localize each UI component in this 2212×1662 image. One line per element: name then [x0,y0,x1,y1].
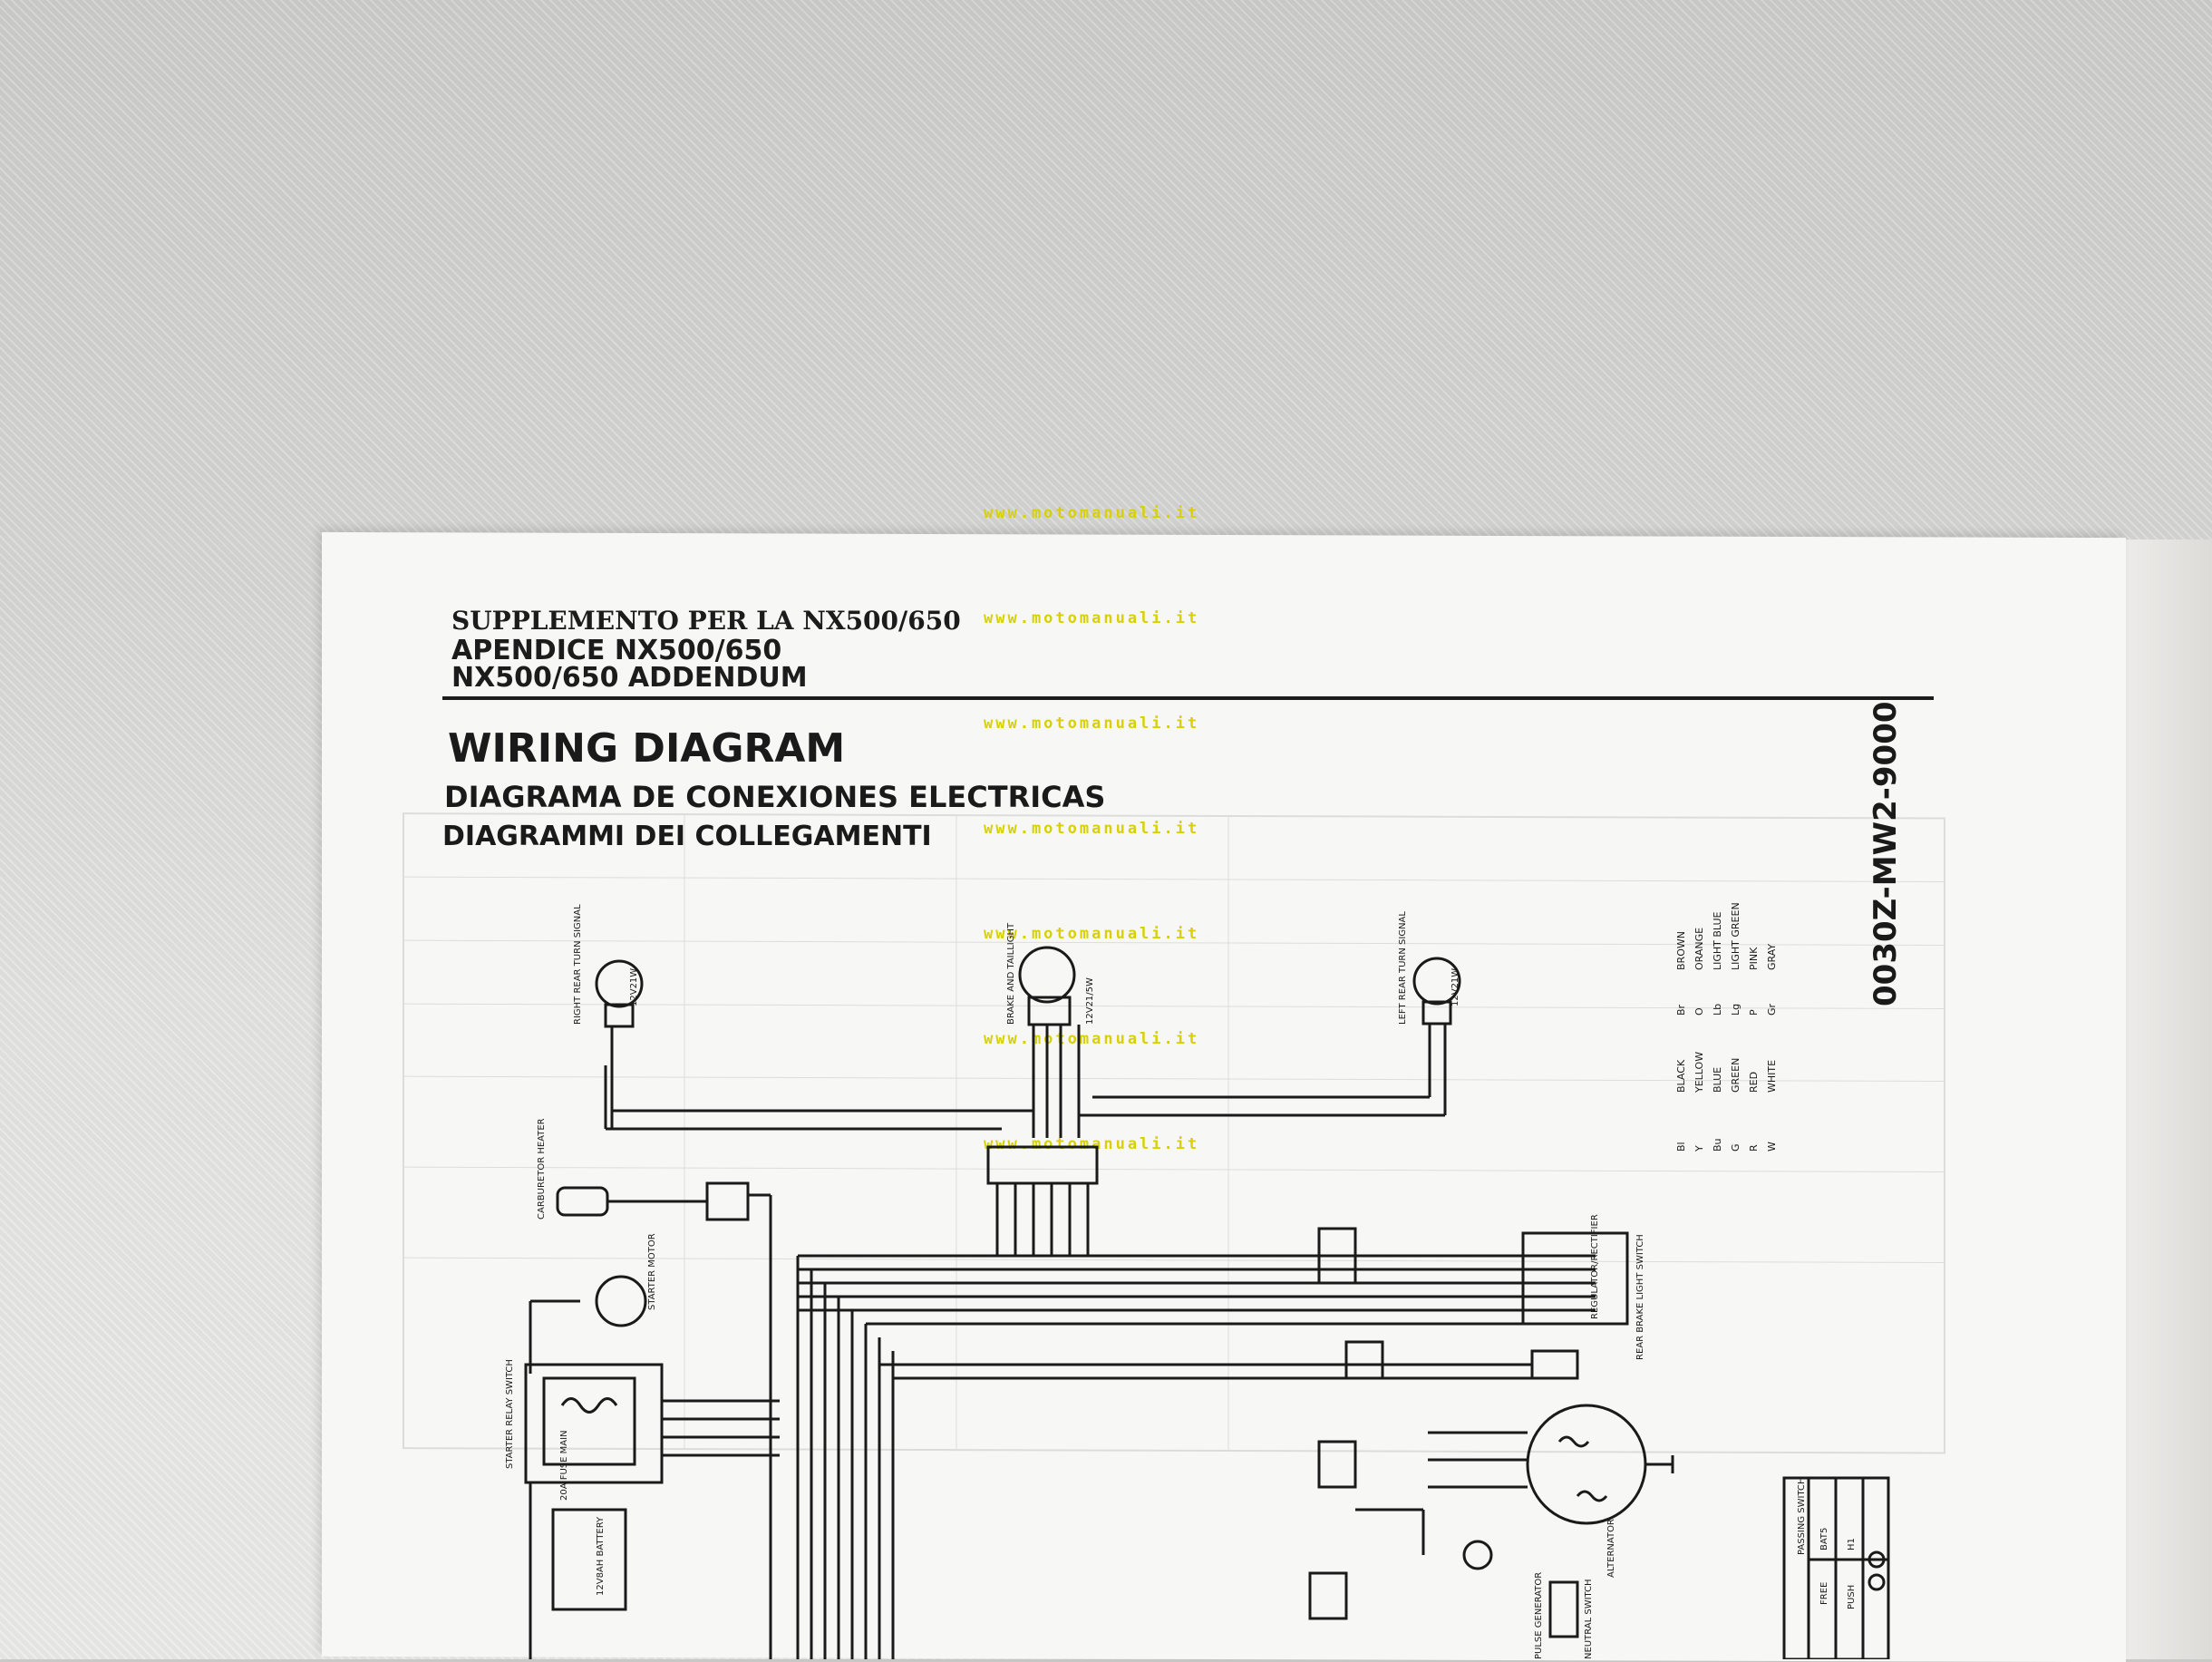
header-line-1: SUPPLEMENTO PER LA NX500/650 [451,606,961,636]
color-name: GRAY [1766,944,1778,970]
carb-heater-label: CARBURETOR HEATER [537,1118,547,1220]
color-code: Lb [1712,1004,1723,1016]
starter-relay-label: STARTER RELAY SWITCH [505,1359,515,1469]
color-name: YELLOW [1693,1052,1705,1093]
color-code: Br [1675,1004,1687,1016]
header-line-2: APENDICE NX500/650 [451,635,782,666]
header-line-3: NX500/650 ADDENDUM [451,662,808,694]
color-name: GREEN [1730,1058,1741,1093]
color-name: WHITE [1766,1060,1778,1093]
watermark: www.motomanuali.it [984,1030,1200,1048]
brake-switch-icon [1530,1349,1579,1380]
color-code: Bu [1712,1138,1723,1152]
watermark: www.motomanuali.it [984,609,1200,627]
passing-switch-label: PASSING SWITCH [1797,1478,1807,1556]
battery-icon [551,1508,627,1611]
color-code: G [1730,1143,1741,1152]
color-name: PINK [1748,947,1760,970]
color-name: LIGHT GREEN [1730,902,1741,970]
brake-switch-label: REAR BRAKE LIGHT SWITCH [1635,1234,1645,1360]
pulse-generator-icon [1462,1540,1493,1570]
color-name: BLACK [1675,1059,1687,1093]
page-title: WIRING DIAGRAM [448,725,846,772]
neutral-switch-label: NEUTRAL SWITCH [1584,1579,1594,1659]
right-turn-label: RIGHT REAR TURN SIGNAL [573,904,583,1025]
manual-page [322,531,2126,1662]
left-turn-label: LEFT REAR TURN SIGNAL [1398,911,1408,1025]
color-name: BLUE [1712,1067,1723,1093]
starter-motor-icon [595,1275,647,1327]
color-code: W [1766,1142,1778,1152]
starter-relay-icon [524,1363,664,1484]
regulator-label: REGULATOR/RECTIFIER [1590,1214,1600,1319]
passing-row-2: PUSH [1847,1585,1857,1609]
color-name: ORANGE [1693,928,1705,970]
color-name: BROWN [1675,931,1687,970]
carburetor-heater-icon [556,1186,609,1217]
taillight-rating: 12V21/5W [1085,977,1095,1025]
taillight-bulb-icon [1018,946,1076,1004]
regulator-rectifier-icon [1521,1231,1629,1326]
alternator-label: ALTERNATOR [1606,1519,1616,1578]
fuse-label: 20A FUSE MAIN [559,1430,569,1501]
subtitle-italian: DIAGRAMMI DEI COLLEGAMENTI [442,821,932,852]
pulse-generator-label: PULSE GENERATOR [1534,1572,1544,1659]
watermark: www.motomanuali.it [984,714,1200,733]
color-code: Y [1693,1145,1705,1152]
neutral-switch-icon [1548,1580,1579,1638]
header-rule [442,696,1934,700]
alternator-icon [1526,1404,1647,1525]
watermark: www.motomanuali.it [984,504,1200,522]
battery-label: 12V8AH BATTERY [596,1516,606,1596]
color-name: RED [1748,1072,1760,1093]
watermark: www.motomanuali.it [984,925,1200,943]
color-code: O [1693,1007,1705,1016]
watermark: www.motomanuali.it [984,1135,1200,1153]
color-code: R [1748,1144,1760,1152]
starter-motor-label: STARTER MOTOR [647,1233,657,1310]
right-turn-rating: 12V21W [629,968,639,1006]
right-turn-bulb-icon [595,959,644,1008]
color-code: Gr [1766,1003,1778,1016]
color-code: Bl [1675,1142,1687,1152]
color-name: LIGHT BLUE [1712,911,1723,970]
taillight-label: BRAKE AND TAILLIGHT [1006,922,1016,1025]
left-turn-bulb-icon [1412,957,1461,1006]
bleed-through-table [403,812,1945,1454]
color-code: P [1748,1009,1760,1016]
passing-col-2: H1 [1847,1538,1857,1550]
color-code: Lg [1730,1004,1741,1016]
left-turn-rating: 12V21W [1450,968,1460,1006]
subtitle-spanish: DIAGRAMA DE CONEXIONES ELECTRICAS [444,780,1106,814]
passing-col-1: BAT5 [1819,1528,1829,1550]
watermark: www.motomanuali.it [984,820,1200,838]
passing-row-1: FREE [1819,1582,1829,1605]
